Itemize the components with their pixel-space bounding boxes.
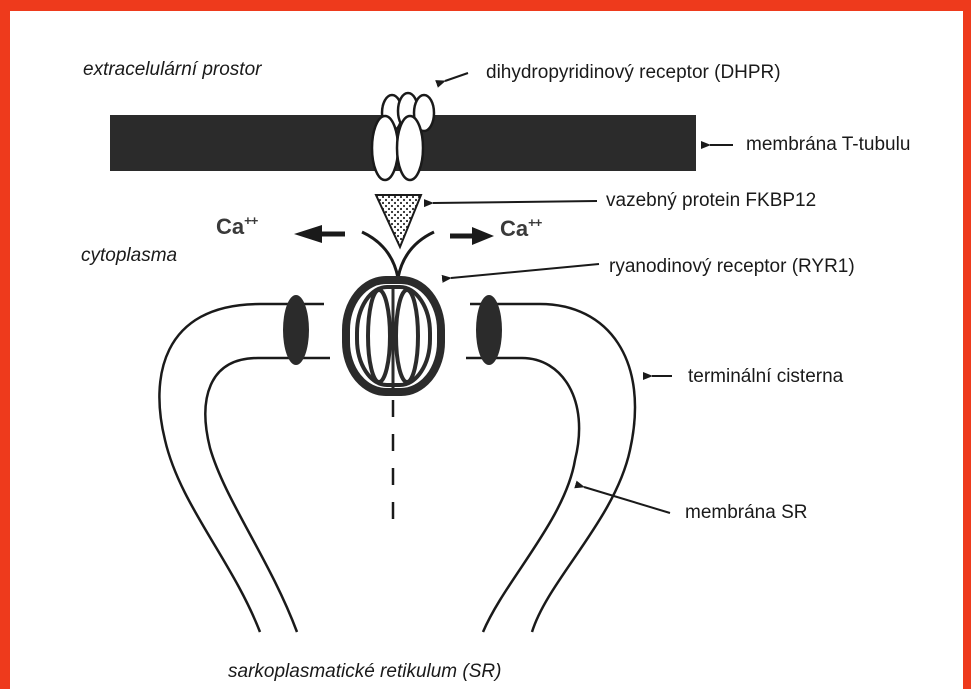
- dhpr-pointer: [445, 73, 468, 81]
- fkbp12-pointer: [433, 201, 597, 203]
- cytoplasm-label: cytoplasma: [81, 245, 177, 267]
- sr-anchor-right: [476, 295, 502, 365]
- fkbp12-label: vazebný protein FKBP12: [606, 190, 816, 212]
- ryr1-pointer: [451, 264, 599, 278]
- fkbp12-protein: [376, 195, 421, 247]
- extracellular-label: extracelulární prostor: [83, 59, 261, 81]
- calcium-ion-left: Ca++: [216, 210, 257, 238]
- sr-membrane-pointer: [584, 487, 670, 513]
- ca-flow-left-arrow: [294, 225, 345, 243]
- calcium-ion-right: Ca++: [500, 212, 541, 240]
- ryr1-channel: [346, 280, 441, 392]
- terminal-cisterna-label: terminální cisterna: [688, 366, 843, 388]
- ryr1-label: ryanodinový receptor (RYR1): [609, 256, 855, 278]
- sr-label: sarkoplasmatické retikulum (SR): [228, 661, 501, 683]
- ca-flow-right-arrow: [450, 227, 494, 245]
- sr-membrane-label: membrána SR: [685, 502, 808, 524]
- t-tubule-label: membrána T-tubulu: [746, 134, 910, 156]
- sr-anchor-left: [283, 295, 309, 365]
- dhpr-label: dihydropyridinový receptor (DHPR): [486, 62, 781, 84]
